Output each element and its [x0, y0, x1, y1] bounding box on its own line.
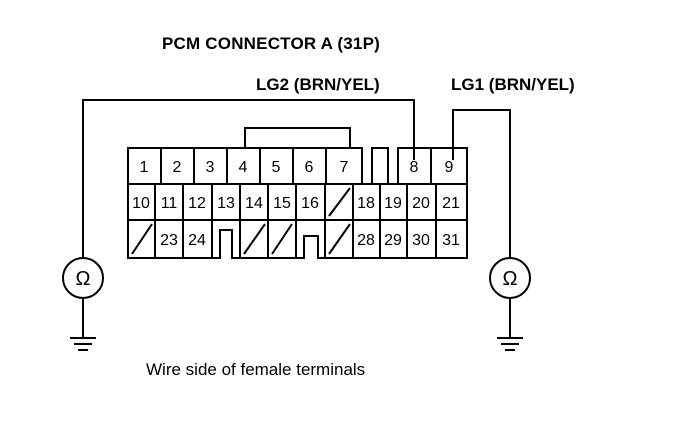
connector-notch-right — [296, 235, 325, 259]
terminal-label: 8 — [410, 159, 419, 176]
terminal-label: 20 — [412, 195, 430, 212]
diagram-caption: Wire side of female terminals — [146, 360, 366, 379]
terminal-label: 10 — [132, 195, 150, 212]
terminal-label: 23 — [160, 232, 178, 249]
probe-label-lg2: LG2 (BRN/YEL) — [256, 75, 380, 94]
terminal-label: 6 — [305, 159, 314, 176]
terminal-label: 18 — [357, 195, 375, 212]
terminal-label: 7 — [340, 159, 349, 176]
ground-icon-right — [497, 337, 523, 351]
probe-lead-lg2 — [82, 99, 415, 258]
probe-lead-lg1 — [452, 109, 511, 258]
terminal-label: 3 — [206, 159, 215, 176]
terminal-label: 30 — [412, 232, 430, 249]
terminal-24 — [182, 219, 213, 259]
terminal-label: 9 — [445, 159, 454, 176]
terminal-label: 13 — [217, 195, 235, 212]
terminal-label: 21 — [442, 195, 460, 212]
terminal-label: 4 — [239, 159, 248, 176]
probe-label-lg1: LG1 (BRN/YEL) — [451, 75, 575, 94]
connector-key-notch — [362, 147, 398, 185]
terminal-label: 24 — [188, 232, 206, 249]
page-title: PCM CONNECTOR A (31P) — [162, 34, 380, 53]
terminal-label: 1 — [140, 159, 149, 176]
terminal-label: 31 — [442, 232, 460, 249]
terminal-label: 29 — [384, 232, 402, 249]
terminal-label: 16 — [301, 195, 319, 212]
connector-notch-left — [212, 229, 240, 259]
ohm-icon: Ω — [76, 268, 91, 290]
ohm-icon: Ω — [503, 268, 518, 290]
terminal-26-blank — [267, 219, 297, 259]
terminal-label: 2 — [173, 159, 182, 176]
ground-icon-left — [70, 337, 96, 351]
terminal-label: 14 — [245, 195, 263, 212]
terminal-label: 19 — [384, 195, 402, 212]
terminal-label: 5 — [272, 159, 281, 176]
terminal-label: 15 — [273, 195, 291, 212]
connector-latch — [244, 127, 351, 148]
terminal-label: 28 — [357, 232, 375, 249]
terminal-label: 11 — [161, 195, 178, 212]
terminal-31 — [435, 219, 468, 259]
terminal-label: 12 — [188, 195, 206, 212]
